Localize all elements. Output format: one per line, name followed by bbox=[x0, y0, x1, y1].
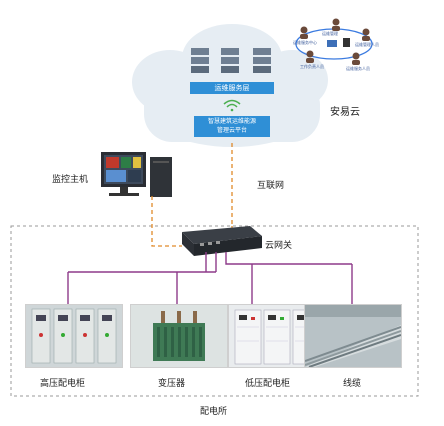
substation-name: 配电所 bbox=[200, 407, 228, 417]
cable-photo bbox=[304, 304, 402, 368]
user-label-4: 工作负责人员 bbox=[300, 64, 324, 69]
user-label-1: 运维服务中心 bbox=[293, 40, 317, 45]
hv-cabinet-photo bbox=[25, 304, 123, 368]
user-label-3: 运维管理人员 bbox=[355, 42, 379, 47]
equipment-label-cable: 线缆 bbox=[343, 379, 362, 389]
monitor-host-label: 监控主机 bbox=[52, 175, 89, 185]
equipment-label-lv: 低压配电柜 bbox=[245, 379, 291, 389]
gateway-icon bbox=[182, 226, 262, 256]
internet-label: 互联网 bbox=[257, 181, 285, 191]
platform-label-line1: 智慧建筑运维能源 bbox=[207, 118, 256, 125]
gateway-label: 云网关 bbox=[265, 241, 293, 251]
monitor-link bbox=[151, 196, 182, 247]
platform-label-line2: 管理云平台 bbox=[216, 127, 247, 134]
platform-box: 智慧建筑运维能源 管理云平台 bbox=[194, 116, 270, 137]
service-layer-label: 运维服务层 bbox=[214, 84, 250, 92]
monitor-host-icon bbox=[101, 152, 172, 197]
substation-boundary bbox=[10, 225, 419, 397]
equipment-label-hv: 高压配电柜 bbox=[40, 379, 86, 389]
cloud-name: 安易云 bbox=[330, 107, 360, 118]
wifi-icon bbox=[223, 99, 241, 112]
user-label-2: 运维管理 bbox=[322, 31, 338, 36]
person-icons bbox=[300, 18, 370, 65]
user-label-5: 运维服务人员 bbox=[346, 66, 370, 71]
bus-lines bbox=[67, 252, 353, 304]
transformer-photo bbox=[130, 304, 228, 368]
server-icon bbox=[191, 48, 271, 73]
service-layer-box: 运维服务层 bbox=[190, 82, 274, 94]
equipment-label-transformer: 变压器 bbox=[158, 379, 186, 389]
